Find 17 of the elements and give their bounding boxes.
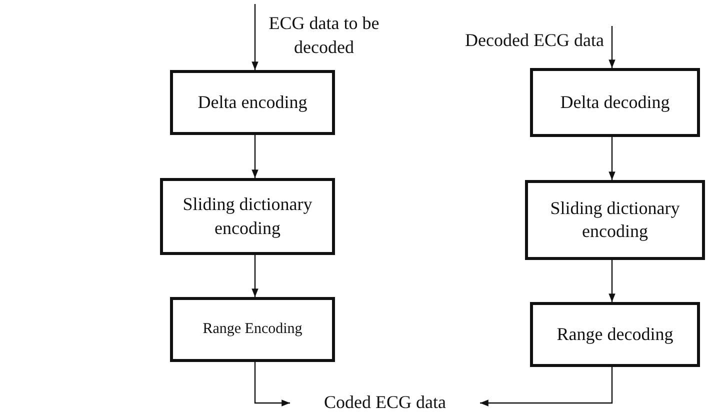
process-box: Range decoding (530, 302, 700, 367)
process-box: Delta decoding (530, 68, 700, 137)
arrow (608, 26, 616, 68)
process-box: Delta encoding (170, 70, 335, 135)
arrow (608, 260, 616, 302)
arrow (252, 135, 258, 178)
process-box: Sliding dictionary encoding (160, 178, 335, 255)
process-box: Range Encoding (170, 297, 335, 362)
data-label: ECG data to be decoded (255, 4, 385, 66)
data-label: Coded ECG data (290, 392, 480, 412)
arrow (608, 137, 616, 180)
arrow (254, 362, 290, 406)
arrow (252, 4, 258, 70)
data-label: Decoded ECG data (432, 26, 612, 54)
arrow (480, 367, 613, 406)
arrow (252, 255, 258, 297)
process-box: Sliding dictionary encoding (525, 180, 705, 260)
